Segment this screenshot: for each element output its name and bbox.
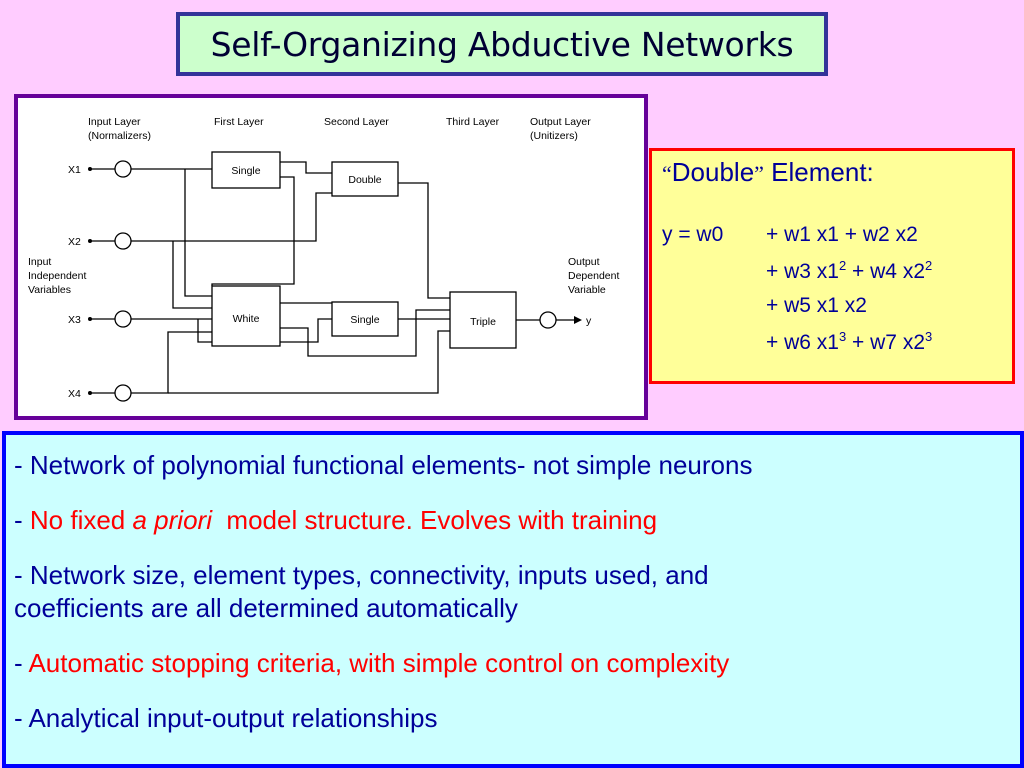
node-single-2: Single (331, 301, 399, 337)
label-input-layer: Input Layer (88, 116, 141, 128)
equation-line-4: + w6 x13 + w7 x23 (766, 329, 933, 354)
bullet-3-line-2: coefficients are all determined automati… (14, 593, 518, 623)
input-dots (88, 167, 92, 395)
label-input-layer-sub: (Normalizers) (88, 130, 151, 142)
equation-line-2: + w3 x12 + w4 x22 (766, 258, 933, 283)
bullet-5: - Analytical input-output relationships (14, 703, 438, 733)
node-white-label: White (233, 313, 260, 325)
unitizer-node (539, 311, 557, 329)
equation-lhs: y = w0 (662, 223, 724, 246)
node-triple: Triple (449, 291, 517, 349)
network-diagram: Input Layer (Normalizers) First Layer Se… (14, 94, 648, 420)
double-word: Double (671, 157, 755, 187)
input-side-label-1: Input (28, 256, 51, 268)
label-first-layer: First Layer (214, 116, 264, 128)
label-third-layer: Third Layer (446, 116, 500, 128)
label-output-layer: Output Layer (530, 116, 591, 128)
equation-line-1: + w1 x1 + w2 x2 (766, 223, 918, 246)
equation-line-3: + w5 x1 x2 (766, 294, 867, 317)
input-x1-label: X1 (68, 164, 81, 176)
node-single-1: Single (211, 151, 281, 189)
input-x2-label: X2 (68, 236, 81, 248)
bullet-3-line-1: - Network size, element types, connectiv… (14, 560, 709, 590)
close-quote: ” (754, 161, 764, 186)
normalizer-node-x4 (114, 384, 132, 402)
output-side-label-3: Variable (568, 284, 606, 296)
input-side-label-3: Variables (28, 284, 71, 296)
bullet-4: - Automatic stopping criteria, with simp… (14, 648, 730, 678)
output-arrow-icon (574, 316, 582, 324)
normalizer-node-x3 (114, 310, 132, 328)
connection-lines (90, 161, 574, 394)
input-x4-label: X4 (68, 388, 81, 400)
label-second-layer: Second Layer (324, 116, 389, 128)
node-white: White (211, 285, 281, 347)
double-element-box: “Double” Element: y = w0 + w1 x1 + w2 x2… (649, 148, 1015, 384)
output-y-label: y (586, 315, 592, 327)
element-word: Element: (763, 157, 874, 187)
normalizer-node-x1 (114, 160, 132, 178)
title-box: Self-Organizing Abductive Networks (176, 12, 828, 76)
output-side-label-2: Dependent (568, 270, 619, 282)
open-quote: “ (662, 161, 672, 186)
node-single-2-label: Single (350, 314, 379, 326)
node-triple-label: Triple (470, 316, 496, 328)
output-side-label-1: Output (568, 256, 600, 268)
input-side-label-2: Independent (28, 270, 86, 282)
bullet-1: - Network of polynomial functional eleme… (14, 450, 753, 480)
node-single-1-label: Single (231, 165, 260, 177)
label-output-layer-sub: (Unitizers) (530, 130, 578, 142)
normalizer-node-x2 (114, 232, 132, 250)
bullet-list-box: - Network of polynomial functional eleme… (2, 431, 1024, 768)
bullet-2: - No fixed a priori model structure. Evo… (14, 505, 658, 535)
node-double-label: Double (348, 174, 381, 186)
node-double: Double (331, 161, 399, 197)
double-element-title: “Double” Element: (662, 157, 874, 188)
input-x3-label: X3 (68, 314, 81, 326)
slide-title: Self-Organizing Abductive Networks (210, 24, 794, 64)
network-diagram-svg: Input Layer (Normalizers) First Layer Se… (28, 116, 619, 402)
